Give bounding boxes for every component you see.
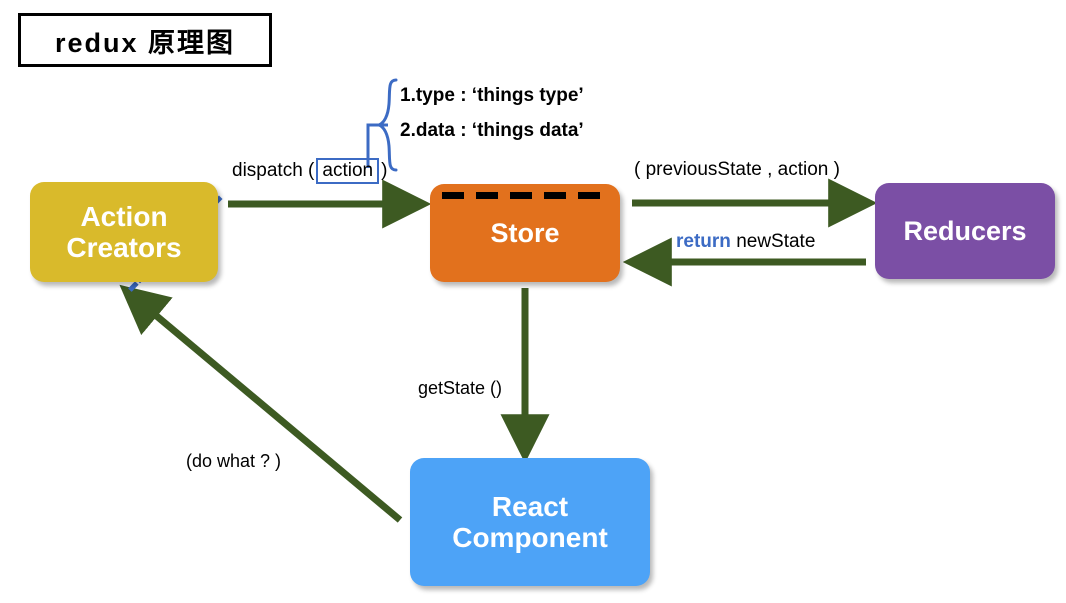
node-action-creators-label: Action Creators (66, 201, 181, 264)
dispatch-suffix: ) (381, 160, 388, 181)
page-title: redux 原理图 (18, 13, 272, 67)
node-react-component-line1: React (491, 490, 569, 522)
dispatch-label: dispatch (action) (232, 158, 388, 184)
return-value: newState (736, 231, 816, 252)
node-store-label: Store (490, 217, 560, 248)
dispatch-prefix: dispatch ( (232, 160, 315, 181)
page-title-text: redux 原理图 (54, 27, 236, 58)
brace-item-1: 1.type : ‘things type’ (400, 85, 584, 106)
node-react-component-line2: Component (452, 522, 608, 553)
curly-brace (374, 78, 398, 172)
node-store[interactable]: Store (430, 184, 620, 282)
previous-state-label: ( previousState , action ) (634, 159, 840, 180)
node-action-creators[interactable]: Action Creators (30, 182, 218, 282)
node-action-creators-line2: Creators (66, 232, 182, 263)
do-what-arrow (119, 284, 403, 523)
store-dashed-divider (442, 192, 610, 199)
dispatch-action-box: action (316, 158, 380, 184)
return-keyword: return (676, 231, 731, 252)
brace-item-2: 2.data : ‘things data’ (400, 120, 584, 141)
node-react-component[interactable]: React Component (410, 458, 650, 586)
node-reducers[interactable]: Reducers (875, 183, 1055, 279)
get-state-label: getState () (418, 378, 503, 398)
node-reducers-label: Reducers (903, 215, 1027, 246)
node-react-component-label: React Component (452, 491, 608, 554)
return-newstate-label: return newState (676, 231, 815, 253)
do-what-label: (do what ? ) (186, 451, 282, 471)
node-action-creators-line1: Action (80, 200, 168, 232)
